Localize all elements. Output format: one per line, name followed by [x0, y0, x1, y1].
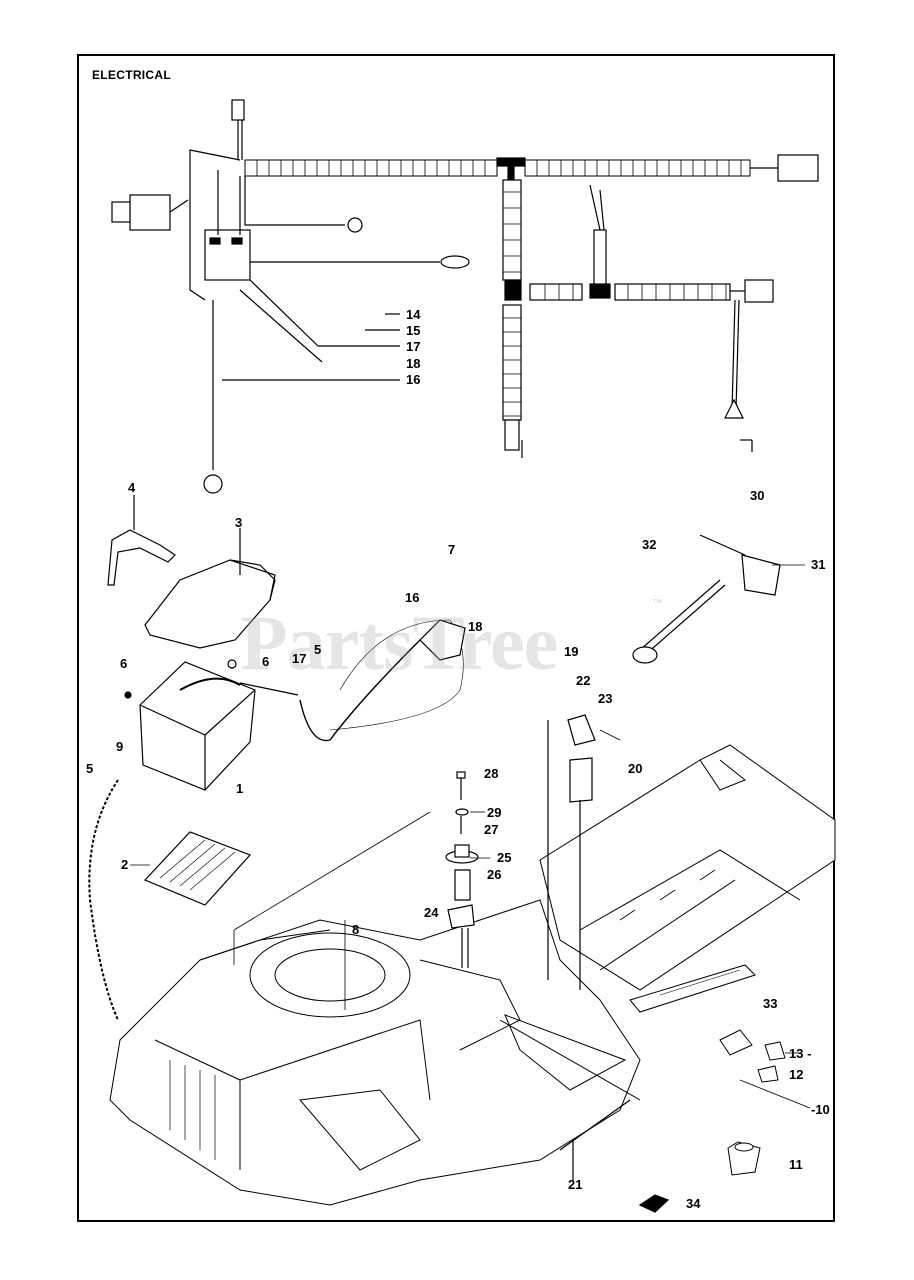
- engine-chassis: [109, 899, 641, 1206]
- leader-lines: [130, 564, 811, 1109]
- callout-23: 23: [598, 691, 613, 706]
- solenoid: [419, 619, 466, 661]
- callout-26: 26: [487, 867, 502, 882]
- callout-4: 4: [128, 480, 136, 495]
- callout-2: 2: [121, 857, 129, 872]
- cable-tie: [559, 1099, 670, 1213]
- battery: [124, 659, 299, 791]
- callout-29: 29: [487, 805, 502, 820]
- callout-34: 34: [686, 1196, 701, 1211]
- watermark-tm: ™: [652, 598, 662, 609]
- callout-1: 1: [236, 781, 244, 796]
- callout-30: 30: [750, 488, 765, 503]
- key-switch-stack: [445, 771, 479, 968]
- wiring-harness: [111, 99, 819, 494]
- callout-17: 17: [406, 339, 421, 354]
- callout-12: 12: [789, 1067, 804, 1082]
- manual: [143, 831, 252, 906]
- sensor-switch: [632, 534, 781, 664]
- callout-28: 28: [484, 766, 499, 781]
- relay-bracket: [547, 714, 596, 990]
- watermark: PartsTree: [240, 599, 558, 686]
- callout-18: 18: [406, 356, 421, 371]
- callout-3: 3: [235, 515, 243, 530]
- callout-10: -10: [811, 1102, 830, 1117]
- callout-21: 21: [568, 1177, 583, 1192]
- callout-16: 16: [405, 590, 420, 605]
- callout-13: 13 -: [789, 1046, 812, 1061]
- callout-6: 6: [120, 656, 128, 671]
- callout-22: 22: [576, 673, 591, 688]
- callout-24: 24: [424, 905, 439, 920]
- callout-5: 5: [86, 761, 94, 776]
- callout-7: 7: [448, 542, 456, 557]
- callout-6: 6: [262, 654, 270, 669]
- bracket-and-cover: [107, 495, 276, 649]
- ground-cable: [299, 639, 421, 742]
- diagram-title: ELECTRICAL: [92, 68, 171, 82]
- callout-25: 25: [497, 850, 512, 865]
- callout-5: 5: [314, 642, 322, 657]
- callout-9: 9: [116, 739, 124, 754]
- callout-31: 31: [811, 557, 826, 572]
- callout-17: 17: [292, 651, 307, 666]
- callout-15: 15: [406, 323, 421, 338]
- tractor-frame: [539, 744, 836, 1176]
- callout-33: 33: [763, 996, 778, 1011]
- callout-20: 20: [628, 761, 643, 776]
- callout-19: 19: [564, 644, 579, 659]
- callout-16: 16: [406, 372, 421, 387]
- callout-32: 32: [642, 537, 657, 552]
- callout-8: 8: [352, 922, 360, 937]
- callout-11: 11: [789, 1157, 803, 1172]
- callout-14: 14: [406, 307, 421, 322]
- callout-18: 18: [468, 619, 483, 634]
- battery-cable: [88, 779, 119, 1021]
- callout-27: 27: [484, 822, 499, 837]
